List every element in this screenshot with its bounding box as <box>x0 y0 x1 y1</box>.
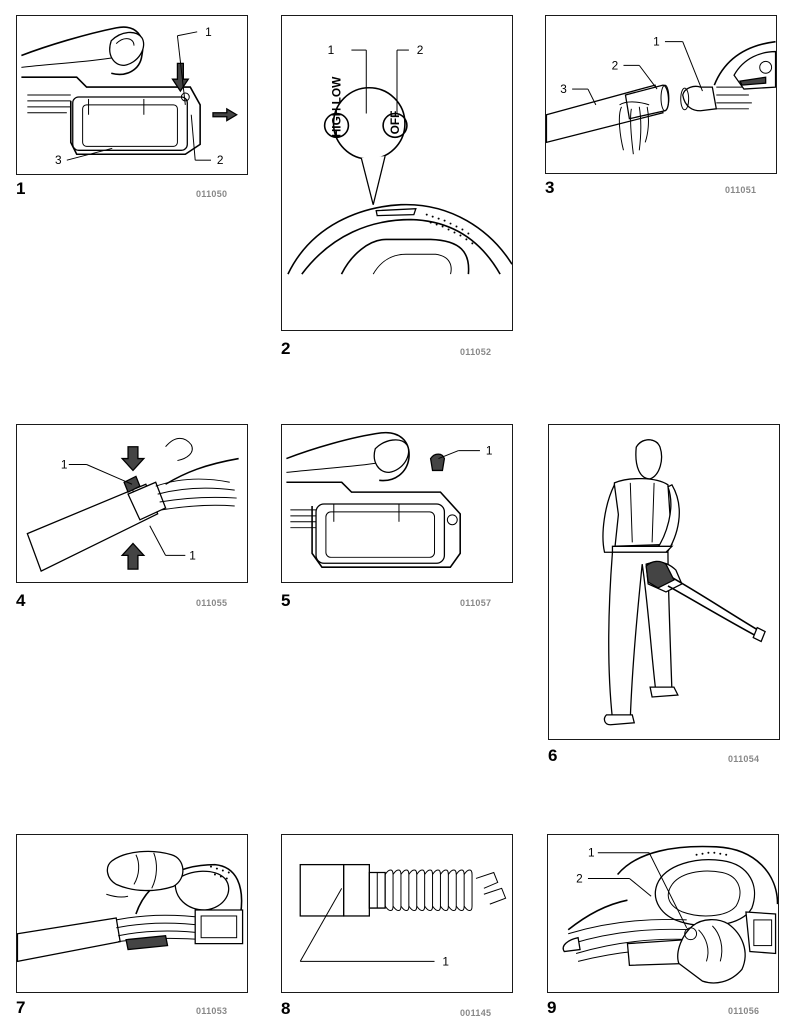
figure-5-illustration: 1 <box>286 431 493 568</box>
fig3-callout-2: 2 <box>612 58 619 72</box>
figure-5-code: 011057 <box>460 598 492 608</box>
figure-2-code: 011052 <box>460 347 492 357</box>
fig9-callout-2: 2 <box>576 871 583 885</box>
figure-6-code: 011054 <box>728 754 760 764</box>
figure-5-panel: 1 <box>281 424 513 583</box>
figure-1-code: 011050 <box>196 189 228 199</box>
fig2-callout-1: 1 <box>328 43 335 57</box>
fig1-callout-1: 1 <box>205 25 212 39</box>
figure-2-panel: HIGH LOW OFF 1 2 <box>281 15 513 331</box>
figure-1-illustration: 1 2 3 <box>21 25 238 167</box>
fig4-callout-1-top: 1 <box>61 457 68 471</box>
figure-8-number: 8 <box>281 999 291 1018</box>
figure-7-illustration <box>17 850 244 963</box>
figure-7-panel <box>16 834 248 993</box>
figure-7-number: 7 <box>16 998 26 1017</box>
figure-4-panel: 1 1 <box>16 424 248 583</box>
fig5-callout-1: 1 <box>486 444 493 458</box>
figure-4-illustration: 1 1 <box>26 437 239 573</box>
figure-4-code: 011055 <box>196 598 228 608</box>
fig1-callout-2: 2 <box>217 153 224 167</box>
fig2-callout-2: 2 <box>417 43 424 57</box>
figure-3-illustration: 1 2 3 <box>546 35 776 155</box>
figure-2-number: 2 <box>281 339 291 358</box>
figure-3-panel: 1 2 3 <box>545 15 777 174</box>
figure-9-code: 011056 <box>728 1006 760 1016</box>
fig2-switch-speed-label: HIGH LOW <box>329 76 343 137</box>
figure-1-panel: 1 2 3 <box>16 15 248 175</box>
figure-7-code: 011053 <box>196 1006 228 1016</box>
figure-8-code: 001145 <box>460 1008 492 1018</box>
figure-2-illustration: HIGH LOW OFF 1 2 <box>287 43 512 275</box>
fig1-callout-3: 3 <box>55 153 62 167</box>
fig2-switch-off-label: OFF <box>388 111 402 135</box>
fig8-hose-coils <box>384 869 473 912</box>
fig4-callout-1-bottom: 1 <box>189 548 196 562</box>
figure-6-illustration <box>602 439 766 726</box>
figure-5-number: 5 <box>281 591 291 610</box>
fig3-callout-1: 1 <box>653 35 660 49</box>
figure-9-number: 9 <box>547 998 557 1017</box>
fig3-callout-3: 3 <box>560 82 567 96</box>
figure-6-number: 6 <box>548 746 558 765</box>
figure-9-illustration: 1 2 <box>562 846 778 984</box>
figure-4-number: 4 <box>16 591 26 610</box>
figure-6-panel <box>548 424 780 740</box>
figure-8-illustration: 1 <box>299 863 507 968</box>
figure-3-code: 011051 <box>725 185 757 195</box>
fig8-callout-1: 1 <box>442 954 449 968</box>
figure-9-panel: 1 2 <box>547 834 779 993</box>
fig9-callout-1: 1 <box>588 846 595 860</box>
figure-8-panel: 1 <box>281 834 513 993</box>
figure-3-number: 3 <box>545 178 555 197</box>
figure-1-number: 1 <box>16 179 26 198</box>
